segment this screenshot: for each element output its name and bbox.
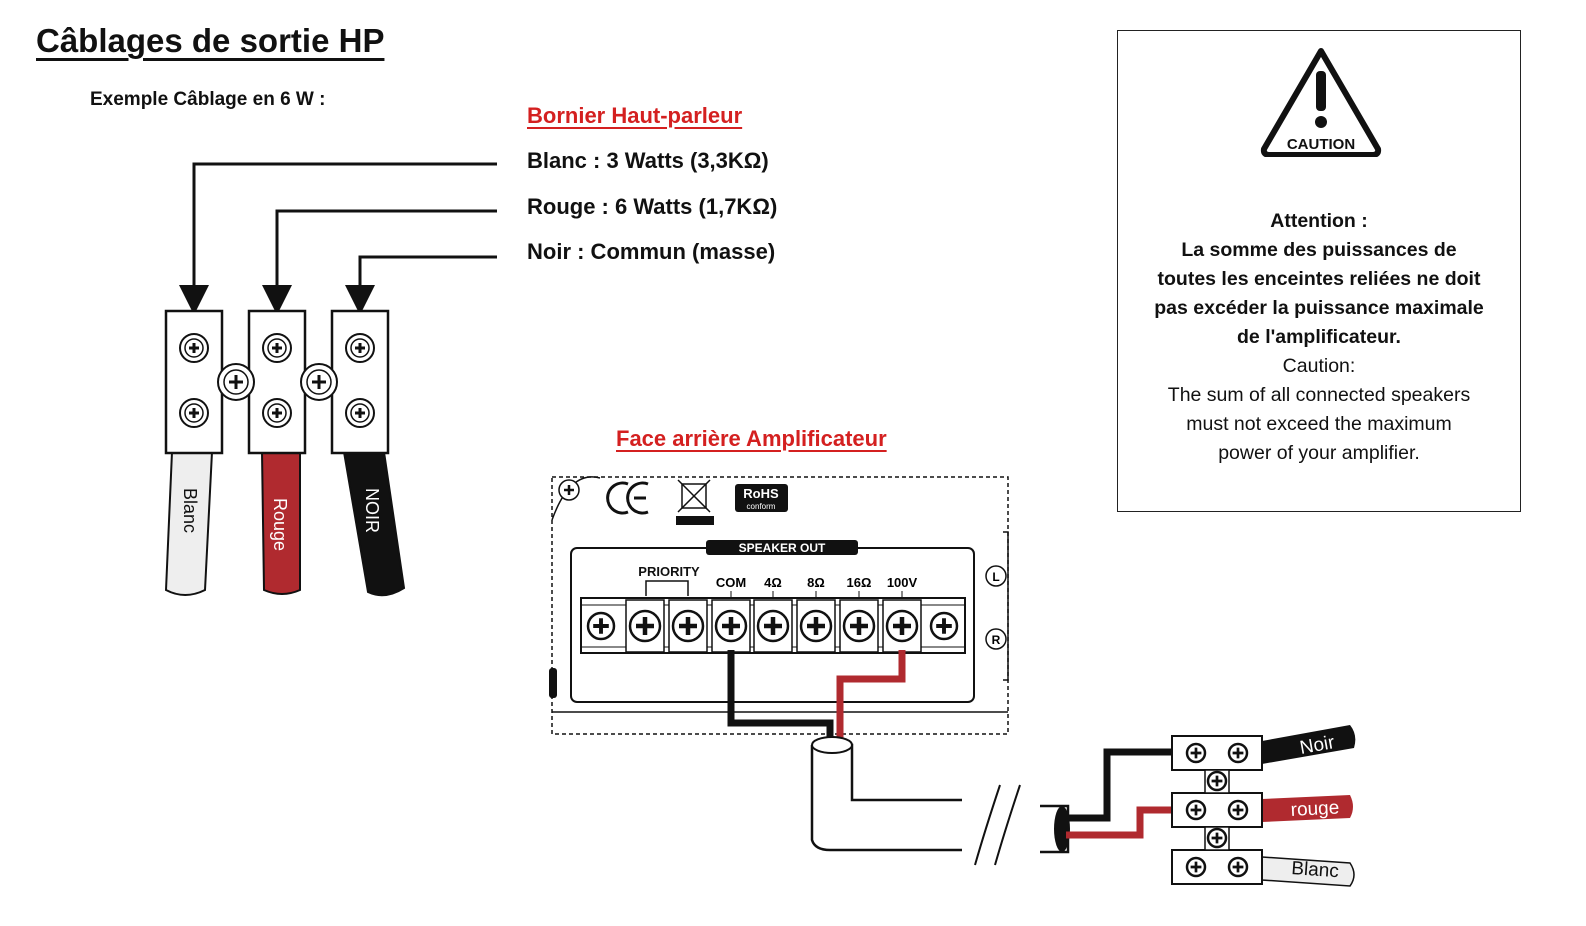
connector-label-blanc: Blanc xyxy=(1291,858,1340,882)
caution-en-line: must not exceed the maximum xyxy=(1186,413,1452,435)
arrow-rouge xyxy=(262,209,497,315)
caution-message: Attention : La somme des puissances de t… xyxy=(1118,207,1520,468)
caution-en-line: power of your amplifier. xyxy=(1218,442,1420,464)
terminal-label-8ohm: 8Ω xyxy=(807,575,825,590)
amp-cable xyxy=(727,650,1172,866)
speaker-out-label: SPEAKER OUT xyxy=(739,541,826,555)
amp-end-screw-icon xyxy=(929,611,959,641)
amp-terminal-screw-icon xyxy=(753,599,793,653)
terminal-label-4ohm: 4Ω xyxy=(764,575,782,590)
wire-noir xyxy=(342,451,406,597)
rohs-label: RoHS xyxy=(743,486,779,501)
connector-screw-icon xyxy=(1227,799,1249,821)
connector-label-rouge: rouge xyxy=(1290,797,1340,821)
terminal-label-100v: 100V xyxy=(887,575,918,590)
terminal-labels: COM 4Ω 8Ω 16Ω 100V xyxy=(716,575,918,598)
arrow-noir xyxy=(345,255,497,315)
bridge-screw-2 xyxy=(299,362,339,402)
amp-terminal-screw-icon xyxy=(796,599,836,653)
ce-mark-icon xyxy=(606,481,649,515)
connector-screw-icon xyxy=(1185,856,1207,878)
weee-bin-icon xyxy=(676,479,714,525)
amp-terminal-screw-icon xyxy=(882,599,922,653)
connector-wires xyxy=(1261,725,1356,887)
caution-warning-icon: CAUTION xyxy=(1260,48,1382,157)
amp-screws xyxy=(586,599,959,653)
side-label-l: L xyxy=(992,570,999,584)
connector-bridge-screw-icon xyxy=(1206,770,1228,792)
wire-blanc xyxy=(164,451,214,596)
side-label-r: R xyxy=(992,633,1001,647)
page-title: Câblages de sortie HP xyxy=(36,22,385,59)
legend-noir: Noir : Commun (masse) xyxy=(527,239,776,264)
side-connectors: L R xyxy=(985,531,1009,681)
caution-fr-line: toutes les enceintes reliées ne doit xyxy=(1157,268,1481,290)
connector-block xyxy=(1171,735,1263,885)
wire-label-rouge: Rouge xyxy=(270,498,290,551)
caution-icon-label: CAUTION xyxy=(1287,136,1355,153)
terminal-label-16ohm: 16Ω xyxy=(847,575,872,590)
rohs-sublabel: conform xyxy=(747,502,776,511)
example-subtitle: Exemple Câblage en 6 W : xyxy=(90,89,326,110)
caution-fr-line: La somme des puissances de xyxy=(1181,239,1457,261)
wire-label-blanc: Blanc xyxy=(180,488,200,533)
amp-terminal-screw-icon xyxy=(625,599,665,653)
caution-fr-title: Attention : xyxy=(1270,210,1368,232)
amp-end-screw-icon xyxy=(586,611,616,641)
bornier-heading: Bornier Haut-parleur xyxy=(527,103,743,128)
bridge-screw-1 xyxy=(216,362,256,402)
amp-terminal-screw-icon xyxy=(839,599,879,653)
caution-en-line: The sum of all connected speakers xyxy=(1167,384,1471,406)
terminal-block-rouge xyxy=(247,309,307,455)
connector-bridge-screw-icon xyxy=(1206,827,1228,849)
connector-screw-icon xyxy=(1185,742,1207,764)
connector-screw-icon xyxy=(1227,742,1249,764)
wire-rouge xyxy=(260,451,301,595)
caution-fr-line: pas excéder la puissance maximale xyxy=(1154,297,1484,319)
terminal-block-noir xyxy=(330,309,390,455)
amp-heading: Face arrière Amplificateur xyxy=(616,426,887,451)
arrow-blanc xyxy=(179,162,497,315)
connector-screw-icon xyxy=(1185,799,1207,821)
priority-label: PRIORITY xyxy=(638,564,700,579)
caution-fr-line: de l'amplificateur. xyxy=(1237,326,1401,348)
terminal-label-com: COM xyxy=(716,575,746,590)
legend-blanc: Blanc : 3 Watts (3,3KΩ) xyxy=(527,148,769,173)
wire-label-noir: NOIR xyxy=(362,488,382,533)
connector-screws xyxy=(1185,742,1249,878)
connector-screw-icon xyxy=(1227,856,1249,878)
terminal-block-blanc xyxy=(164,309,224,455)
caution-en-title: Caution: xyxy=(1282,355,1356,377)
caution-box: CAUTION Attention : La somme des puissan… xyxy=(1117,30,1521,512)
rohs-badge: RoHS conform xyxy=(735,484,788,512)
amp-terminal-screw-icon xyxy=(668,599,708,653)
legend-rouge: Rouge : 6 Watts (1,7KΩ) xyxy=(527,194,778,219)
amp-terminal-screw-icon xyxy=(711,599,751,653)
priority-bracket: PRIORITY xyxy=(638,564,700,596)
